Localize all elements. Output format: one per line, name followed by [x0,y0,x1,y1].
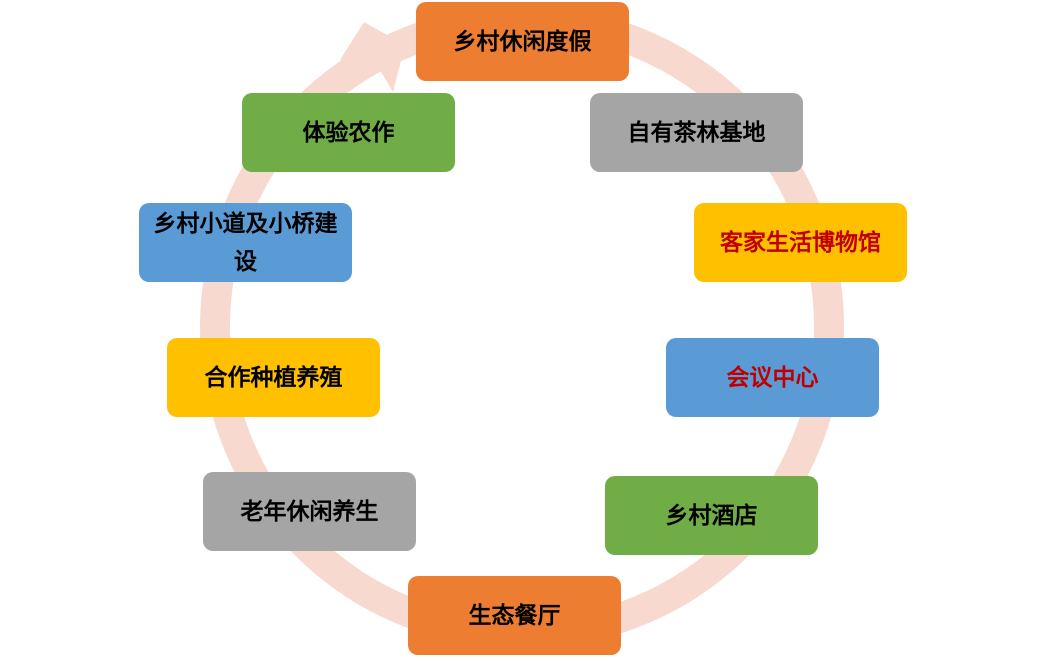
node-paths-bridges: 乡村小道及小桥建设 [139,203,352,282]
node-label: 乡村小道及小桥建设 [153,210,338,275]
node-conference-center: 会议中心 [666,338,879,417]
node-label: 老年休闲养生 [240,498,379,525]
arrow-head-icon [340,22,405,92]
node-rural-leisure: 乡村休闲度假 [416,2,629,81]
node-label: 乡村酒店 [665,502,758,529]
node-label: 合作种植养殖 [204,364,343,391]
node-label: 会议中心 [726,364,819,391]
node-hakka-museum: 客家生活博物馆 [694,203,907,282]
node-rural-hotel: 乡村酒店 [605,476,818,555]
node-label: 客家生活博物馆 [720,229,881,256]
node-farming-experience: 体验农作 [242,93,455,172]
node-eco-restaurant: 生态餐厅 [408,576,621,655]
node-label: 自有茶林基地 [627,119,766,146]
node-label: 乡村休闲度假 [453,28,592,55]
node-label: 体验农作 [302,119,395,146]
node-elderly-wellness: 老年休闲养生 [203,472,416,551]
node-label: 生态餐厅 [468,602,561,629]
node-tea-base: 自有茶林基地 [590,93,803,172]
node-cooperative-farming: 合作种植养殖 [167,338,380,417]
